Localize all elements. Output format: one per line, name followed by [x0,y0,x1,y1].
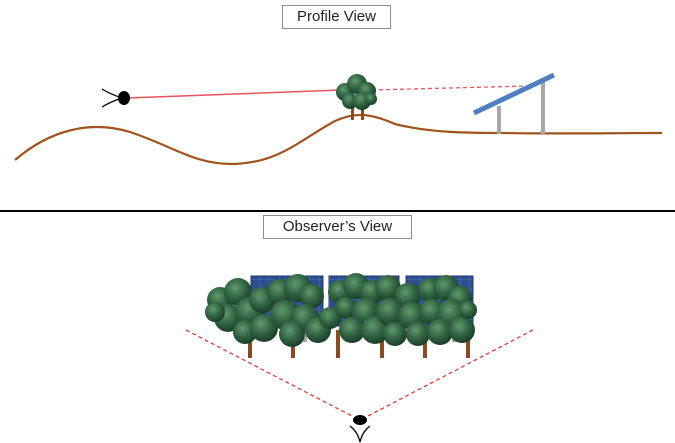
profile-view-title: Profile View [282,5,391,29]
eye-icon [101,88,130,108]
view-cone-right [367,329,534,417]
observer-view-title: Observer’s View [263,215,412,239]
observer-view [185,273,534,443]
tree-icon [336,74,377,120]
view-cone-left [185,329,353,417]
sightline-solid [126,89,343,99]
solar-panel-icon [472,72,556,134]
tree-canopy [205,273,477,347]
terrain-profile [14,113,663,166]
sightline-dashed [371,85,529,91]
observer-eye-icon [349,415,371,443]
profile-view [14,72,663,166]
